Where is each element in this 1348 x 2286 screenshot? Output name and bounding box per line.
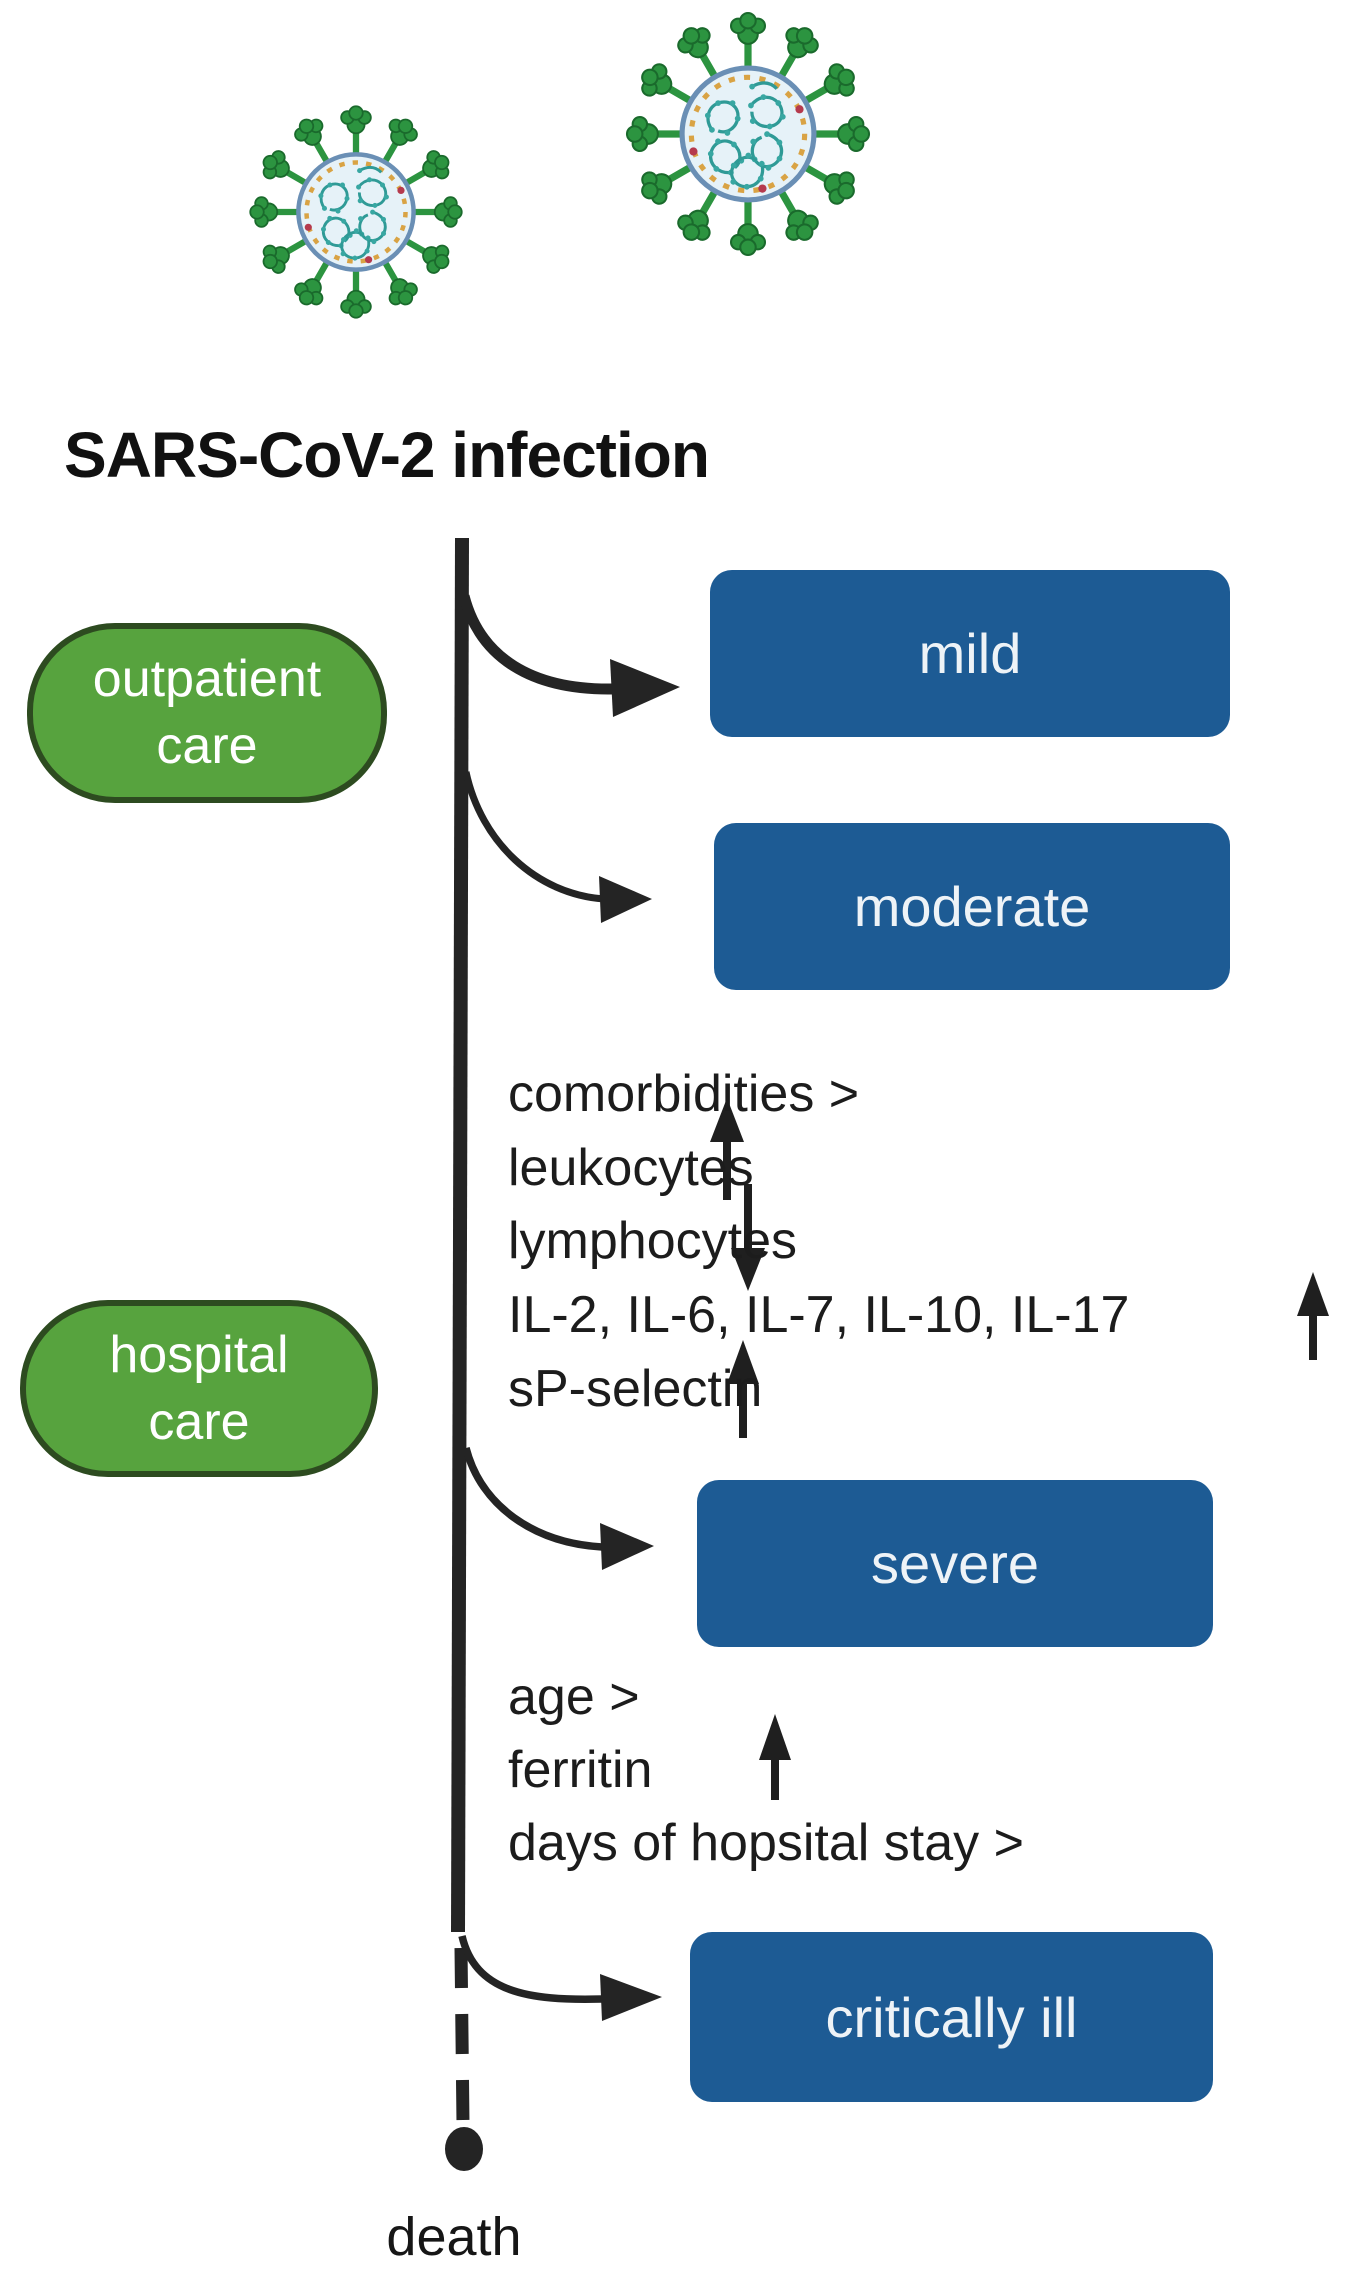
arrow-to-critically-ill: [458, 1935, 603, 2003]
severity-label-severe: severe: [870, 1532, 1040, 1595]
arrowhead-moderate-icon: [599, 876, 652, 923]
severity-box-mild: mild: [710, 570, 1230, 737]
arrow-to-moderate: [462, 771, 605, 903]
figure-title: SARS-CoV-2 infection: [64, 419, 710, 491]
risk-factor-lymphocytes: lymphocytes: [508, 1212, 797, 1270]
coronavirus-icon: [627, 13, 869, 255]
arrowhead-severe-icon: [600, 1523, 654, 1570]
care-box-hospital: hospital care: [20, 1300, 378, 1477]
severity-box-critically-ill: critically ill: [690, 1932, 1213, 2102]
risk-factor-interleukins: IL-2, IL-6, IL-7, IL-10, IL-17: [508, 1286, 1130, 1344]
risk-factor-age: age >: [508, 1668, 640, 1726]
severity-label-critically-ill: critically ill: [825, 1985, 1078, 2049]
severity-label-moderate: moderate: [853, 875, 1091, 938]
coronavirus-icon: [250, 106, 462, 318]
arrowhead-mild-icon: [610, 659, 680, 717]
risk-factor-hospital-stay: days of hopsital stay >: [508, 1814, 1024, 1872]
timeline-solid-line: [451, 537, 469, 1933]
arrow-to-severe: [462, 1447, 603, 1551]
ferritin-up-arrowhead-icon: [759, 1714, 791, 1760]
severity-box-moderate: moderate: [714, 823, 1230, 990]
death-endpoint-dot: [445, 2127, 483, 2171]
death-label: death: [386, 2207, 522, 2267]
care-box-outpatient: outpatient care: [27, 623, 387, 803]
risk-factor-comorbidities: comorbidities >: [508, 1065, 860, 1123]
arrowhead-critically-ill-icon: [600, 1974, 662, 2021]
severity-label-mild: mild: [918, 622, 1022, 685]
care-box-hospital-line1: hospital: [109, 1325, 289, 1384]
care-box-outpatient-line1: outpatient: [92, 650, 322, 709]
care-box-outpatient-line2: care: [156, 717, 258, 775]
care-box-hospital-line2: care: [148, 1392, 250, 1451]
severity-box-severe: severe: [697, 1480, 1213, 1647]
timeline: [445, 537, 483, 2171]
trend-arrows: [710, 1098, 1329, 1800]
arrow-to-mild: [458, 594, 613, 695]
timeline-dashed-line: [454, 1947, 470, 2125]
interleukins-up-arrowhead-icon: [1297, 1272, 1329, 1316]
risk-factor-ferritin: ferritin: [508, 1741, 653, 1799]
risk-factor-leukocytes: leukocytes: [508, 1139, 754, 1197]
risk-factor-sp-selectin: sP-selectin: [508, 1360, 763, 1418]
